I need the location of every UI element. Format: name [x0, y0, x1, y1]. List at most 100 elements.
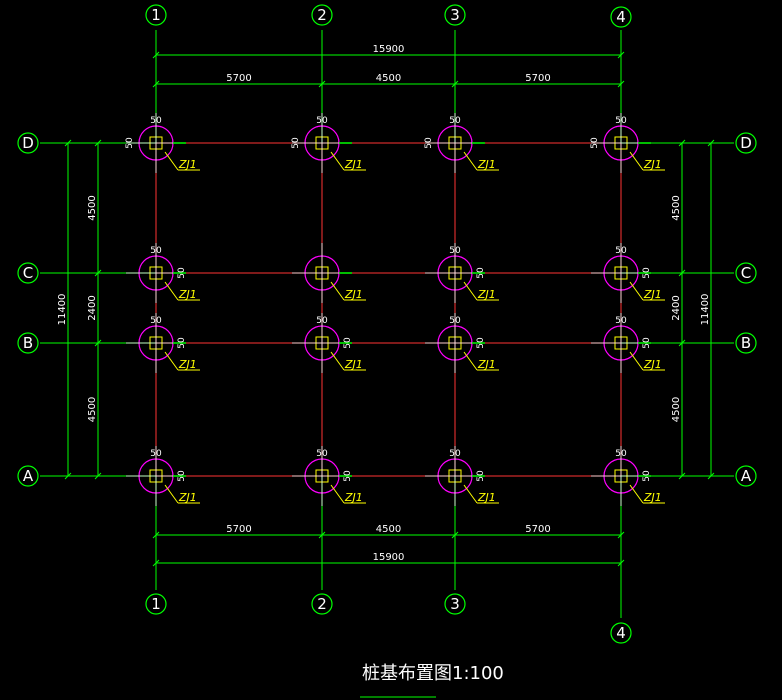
pile-2C: ZJ1: [292, 243, 366, 303]
pile-offset-top: 50: [615, 449, 627, 459]
right-span-text: 2400: [671, 295, 682, 320]
axis-bubble-circle: [17, 132, 39, 154]
pile-offset-side: 50: [177, 470, 187, 482]
pile-tag: ZJ1: [344, 491, 363, 504]
pile-offset-side: 50: [177, 267, 187, 279]
top-span-text: 5700: [525, 73, 550, 84]
axis-bubble-top-4: 4: [610, 6, 632, 28]
pile-leader: [463, 281, 478, 301]
pile-tag: ZJ1: [178, 358, 197, 371]
right-span-text: 4500: [671, 397, 682, 422]
axis-bubble-bottom-2: 2: [311, 593, 333, 615]
right-overall-text: 11400: [700, 294, 711, 326]
pile-offset-top: 50: [150, 246, 162, 256]
axis-bubble-label: 4: [616, 8, 626, 26]
right-span-text: 4500: [671, 195, 682, 220]
axis-bubble-label: D: [22, 134, 34, 152]
pile-offset-top: 50: [449, 316, 461, 326]
axis-bubble-left-B: B: [17, 332, 39, 354]
bottom-span-text: 5700: [226, 524, 251, 535]
pile-tag: ZJ1: [643, 491, 662, 504]
axis-bubble-circle: [311, 593, 333, 615]
axis-bubble-right-B: B: [735, 332, 757, 354]
pile-leader: [330, 281, 345, 301]
axis-bubble-right-C: C: [735, 262, 757, 284]
axis-bubble-label: A: [741, 467, 752, 485]
top-span-text: 4500: [376, 73, 401, 84]
axis-bubble-circle: [444, 4, 466, 26]
axis-bubble-label: 3: [450, 6, 460, 24]
left-overall-text: 11400: [57, 294, 68, 326]
pile-offset-side: 50: [424, 137, 434, 149]
bottom-span-text: 5700: [525, 524, 550, 535]
axis-bubble-bottom-4: 4: [610, 622, 632, 644]
axis-bubble-label: 2: [317, 6, 327, 24]
pile-leader: [330, 351, 345, 371]
axis-bubble-label: D: [740, 134, 752, 152]
left-span-text: 4500: [87, 195, 98, 220]
top-span-text: 5700: [226, 73, 251, 84]
axis-bubble-top-2: 2: [311, 4, 333, 26]
axis-bubble-bottom-1: 1: [145, 593, 167, 615]
pile-offset-side: 50: [642, 337, 652, 349]
pile-tag: ZJ1: [178, 288, 197, 301]
pile-leader: [463, 151, 478, 171]
axis-bubble-label: 4: [616, 624, 626, 642]
pile-offset-top: 50: [615, 316, 627, 326]
axis-bubble-label: C: [23, 264, 33, 282]
pile-offset-side: 50: [642, 267, 652, 279]
pile-offset-top: 50: [615, 246, 627, 256]
axis-bubble-circle: [735, 262, 757, 284]
axis-bubble-circle: [17, 262, 39, 284]
pile-leader: [629, 281, 644, 301]
pile-tag: ZJ1: [477, 288, 496, 301]
pile-leader: [629, 151, 644, 171]
pile-tag: ZJ1: [477, 358, 496, 371]
axis-bubble-left-D: D: [17, 132, 39, 154]
pile-leader: [164, 351, 179, 371]
left-span-text: 2400: [87, 295, 98, 320]
beam-layer: [155, 142, 622, 477]
axis-bubble-circle: [145, 593, 167, 615]
pile-leader: [629, 484, 644, 504]
pile-offset-side: 50: [476, 337, 486, 349]
pile-tag: ZJ1: [643, 158, 662, 171]
axis-bubble-bottom-3: 3: [444, 593, 466, 615]
axis-bubble-circle: [17, 465, 39, 487]
axis-bubble-circle: [17, 332, 39, 354]
axis-bubble-top-3: 3: [444, 4, 466, 26]
axis-bubble-right-D: D: [735, 132, 757, 154]
axis-bubble-label: 1: [151, 6, 161, 24]
pile-offset-side: 50: [343, 470, 353, 482]
pile-offset-top: 50: [150, 116, 162, 126]
pile-offset-side: 50: [343, 337, 353, 349]
pile-offset-top: 50: [449, 246, 461, 256]
pile-tag: ZJ1: [344, 158, 363, 171]
axis-bubble-circle: [311, 4, 333, 26]
axis-bubble-label: 1: [151, 595, 161, 613]
pile-leader: [463, 351, 478, 371]
pile-offset-top: 50: [316, 449, 328, 459]
axis-bubble-circle: [444, 593, 466, 615]
pile-offset-top: 50: [150, 449, 162, 459]
pile-offset-top: 50: [150, 316, 162, 326]
pile-offset-side: 50: [590, 137, 600, 149]
pile-leader: [629, 351, 644, 371]
axis-bubble-circle: [735, 332, 757, 354]
pile-offset-top: 50: [316, 316, 328, 326]
